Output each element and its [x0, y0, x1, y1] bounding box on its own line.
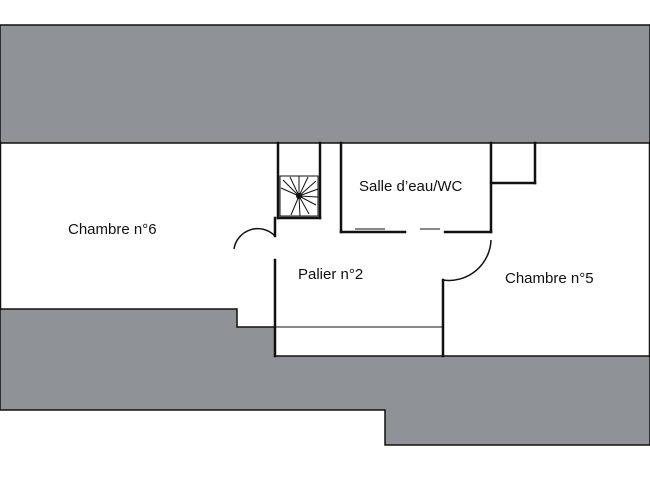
staircase-steps	[280, 176, 319, 217]
room-label-palier-2: Palier n°2	[298, 266, 363, 283]
room-label-salle-eau-wc: Salle d’eau/WC	[359, 178, 463, 195]
door-chambre-5	[442, 239, 492, 282]
room-label-chambre-6: Chambre n°6	[68, 221, 157, 238]
door-chambre-6	[233, 227, 276, 250]
spiral-staircase	[279, 175, 319, 217]
door-swings	[233, 227, 492, 282]
roof-zones	[0, 24, 650, 446]
roof-zone-bottom	[0, 308, 650, 446]
thin-lines	[0, 142, 650, 328]
room-label-chambre-5: Chambre n°5	[505, 270, 594, 287]
roof-zone-top	[0, 24, 650, 144]
staircase-core	[296, 193, 302, 199]
walls	[0, 141, 650, 358]
